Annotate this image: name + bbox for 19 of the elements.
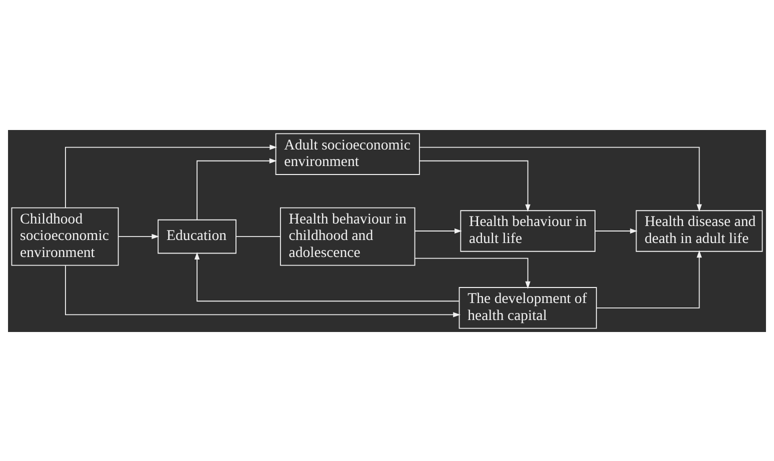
node-box: Health behaviour in childhood and adolescence xyxy=(280,206,416,266)
arrow xyxy=(414,257,530,288)
arrow xyxy=(65,144,278,208)
node-box: Childhood socioeconomic environment xyxy=(11,206,119,266)
node-box: Health disease and death in adult life xyxy=(636,210,763,252)
arrow xyxy=(414,228,462,234)
arrow xyxy=(118,233,160,239)
node-box: The development of health capital xyxy=(458,286,597,328)
arrow xyxy=(194,252,460,302)
arrow xyxy=(596,250,702,308)
arrow xyxy=(419,146,702,212)
arrow xyxy=(196,158,277,220)
node-box: Health behaviour in adult life xyxy=(460,210,596,252)
connector xyxy=(236,236,281,237)
arrow xyxy=(65,264,461,317)
arrow xyxy=(419,160,530,212)
node-box: Education xyxy=(158,218,236,254)
node-box: Adult socioeconomic environment xyxy=(275,132,420,174)
arrow xyxy=(594,228,638,234)
